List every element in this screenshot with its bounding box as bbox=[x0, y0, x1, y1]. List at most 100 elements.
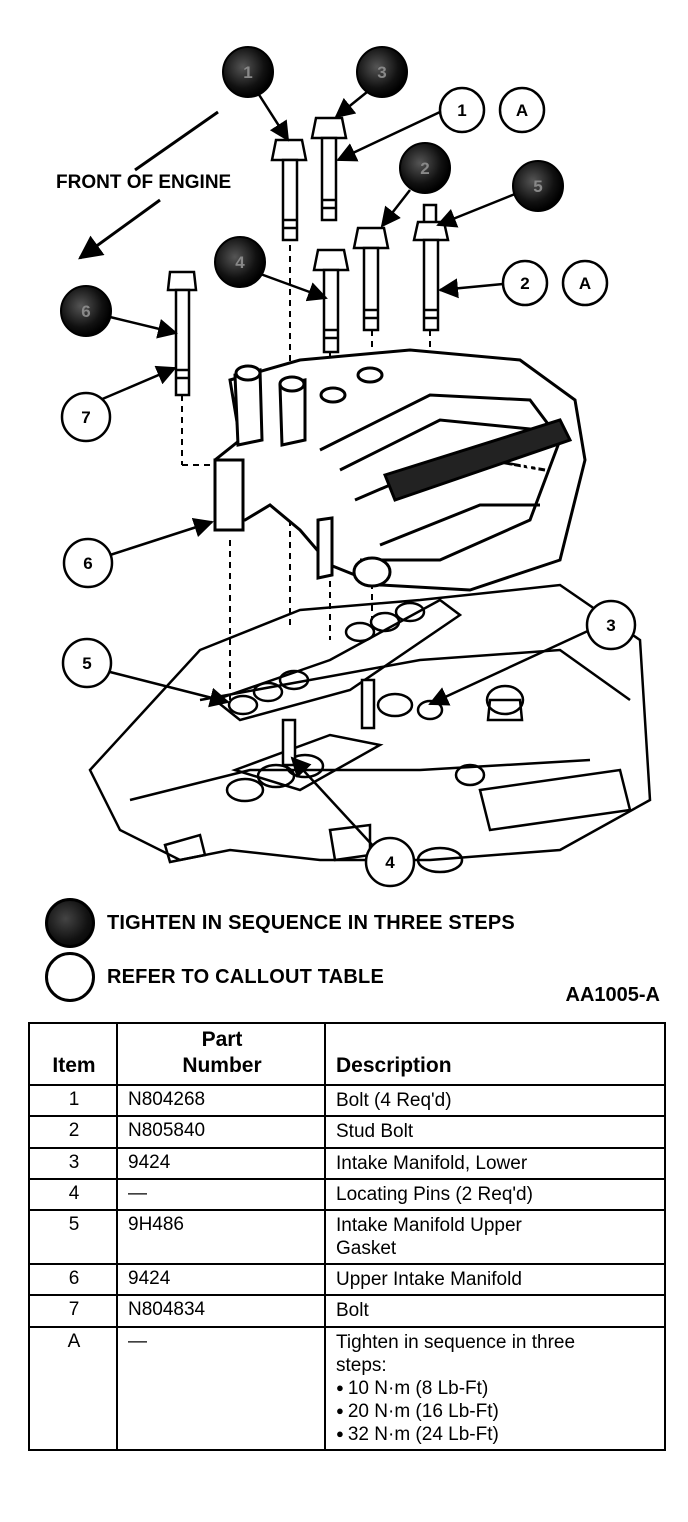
description-line: Bolt bbox=[336, 1300, 369, 1322]
header-part-number: Part Number bbox=[116, 1021, 326, 1087]
description-line: Tighten in sequence in three bbox=[336, 1331, 576, 1353]
bolt-3 bbox=[310, 116, 348, 222]
cell-item: 1 bbox=[28, 1084, 118, 1118]
seq-callout-5: 5 bbox=[512, 160, 564, 212]
svg-text:6: 6 bbox=[83, 554, 92, 573]
bolt-2 bbox=[352, 226, 390, 332]
gasket bbox=[212, 598, 463, 722]
cell-part-number: N805840 bbox=[116, 1115, 326, 1149]
cell-part-number: — bbox=[116, 1325, 326, 1452]
item-callouts: 1 A 2 A 7 6 5 3 4 bbox=[60, 86, 637, 888]
svg-text:A: A bbox=[516, 101, 528, 120]
svg-text:2: 2 bbox=[420, 159, 429, 178]
svg-text:7: 7 bbox=[81, 408, 90, 427]
bolts bbox=[166, 116, 450, 397]
open-circle-icon bbox=[45, 952, 95, 1002]
front-of-engine-label: FRONT OF ENGINE bbox=[56, 172, 231, 193]
callout-3: 3 bbox=[585, 599, 637, 651]
header-item: Item bbox=[28, 1021, 118, 1087]
cell-part-number: 9424 bbox=[116, 1146, 326, 1180]
figure-code: AA1005-A bbox=[565, 984, 660, 1006]
description-line: Upper Intake Manifold bbox=[336, 1269, 522, 1291]
description-line: Gasket bbox=[336, 1238, 397, 1260]
legend-filled-text: TIGHTEN IN SEQUENCE IN THREE STEPS bbox=[107, 911, 515, 934]
cell-description: Stud Bolt bbox=[324, 1115, 666, 1149]
svg-text:4: 4 bbox=[385, 853, 395, 872]
cell-description: Bolt bbox=[324, 1294, 666, 1328]
legend-filled: TIGHTEN IN SEQUENCE IN THREE STEPS bbox=[45, 898, 515, 948]
torque-step: 32 N·m (24 Lb-Ft) bbox=[336, 1423, 656, 1446]
svg-text:3: 3 bbox=[377, 63, 386, 82]
cell-part-number: 9424 bbox=[116, 1263, 326, 1297]
cell-item: 7 bbox=[28, 1294, 118, 1328]
sequence-callouts: 1 3 2 5 4 6 bbox=[60, 46, 564, 337]
header-description: Description bbox=[324, 1021, 666, 1087]
description-line: Locating Pins (2 Req'd) bbox=[336, 1183, 533, 1205]
seq-callout-1: 1 bbox=[222, 46, 274, 98]
svg-text:6: 6 bbox=[81, 302, 90, 321]
legend-open-text: REFER TO CALLOUT TABLE bbox=[107, 965, 384, 988]
bolt-4 bbox=[312, 248, 350, 354]
callout-a-2: A bbox=[561, 259, 609, 307]
front-arrow-upper bbox=[134, 110, 219, 172]
torque-step: 20 N·m (16 Lb-Ft) bbox=[336, 1400, 656, 1423]
svg-text:2: 2 bbox=[520, 274, 529, 293]
svg-text:5: 5 bbox=[533, 177, 542, 196]
bolt-1a bbox=[270, 138, 308, 242]
callout-2: 2 bbox=[501, 259, 549, 307]
description-line: Bolt (4 Req'd) bbox=[336, 1090, 452, 1112]
callout-7: 7 bbox=[60, 391, 112, 443]
filled-circle-icon bbox=[45, 898, 95, 948]
table-header-row: Item Part Number Description bbox=[28, 1021, 666, 1087]
svg-text:A: A bbox=[579, 274, 591, 293]
cell-description: Bolt (4 Req'd) bbox=[324, 1084, 666, 1118]
legend-open: REFER TO CALLOUT TABLE bbox=[45, 952, 384, 1002]
seq-callout-3: 3 bbox=[356, 46, 408, 98]
table-row: 4—Locating Pins (2 Req'd) bbox=[28, 1177, 666, 1211]
cell-part-number: N804268 bbox=[116, 1084, 326, 1118]
cell-item: A bbox=[28, 1325, 118, 1452]
cell-part-number: 9H486 bbox=[116, 1208, 326, 1266]
cell-item: 6 bbox=[28, 1263, 118, 1297]
front-arrow-lower bbox=[78, 198, 161, 260]
cell-description: Locating Pins (2 Req'd) bbox=[324, 1177, 666, 1211]
seq-callout-4: 4 bbox=[214, 236, 266, 288]
bolt-7 bbox=[166, 270, 198, 397]
cell-part-number: N804834 bbox=[116, 1294, 326, 1328]
cell-description: Upper Intake Manifold bbox=[324, 1263, 666, 1297]
svg-text:4: 4 bbox=[235, 253, 245, 272]
leader-lines bbox=[99, 87, 591, 849]
callout-5: 5 bbox=[61, 637, 113, 689]
header-part-line2: Number bbox=[182, 1053, 262, 1077]
callout-4: 4 bbox=[364, 836, 416, 888]
seq-callout-2: 2 bbox=[399, 142, 451, 194]
description-line: Intake Manifold, Lower bbox=[336, 1152, 528, 1174]
header-part-line1: Part bbox=[201, 1028, 243, 1051]
cell-item: 5 bbox=[28, 1208, 118, 1266]
cell-item: 3 bbox=[28, 1146, 118, 1180]
upper-intake-manifold bbox=[213, 348, 587, 592]
description-line: steps: bbox=[336, 1354, 387, 1376]
locating-pins bbox=[281, 678, 376, 767]
svg-text:1: 1 bbox=[243, 63, 252, 82]
exploded-diagram: FRONT OF ENGINE bbox=[56, 46, 652, 888]
description-line: Intake Manifold Upper bbox=[336, 1214, 522, 1236]
torque-step: 10 N·m (8 Lb-Ft) bbox=[336, 1377, 656, 1400]
cell-item: 2 bbox=[28, 1115, 118, 1149]
callout-1: 1 bbox=[438, 86, 486, 134]
callout-a-1: A bbox=[498, 86, 546, 134]
callout-6: 6 bbox=[62, 537, 114, 589]
seq-callout-6: 6 bbox=[60, 285, 112, 337]
description-line: Stud Bolt bbox=[336, 1121, 414, 1143]
cell-description: Intake Manifold, Lower bbox=[324, 1146, 666, 1180]
